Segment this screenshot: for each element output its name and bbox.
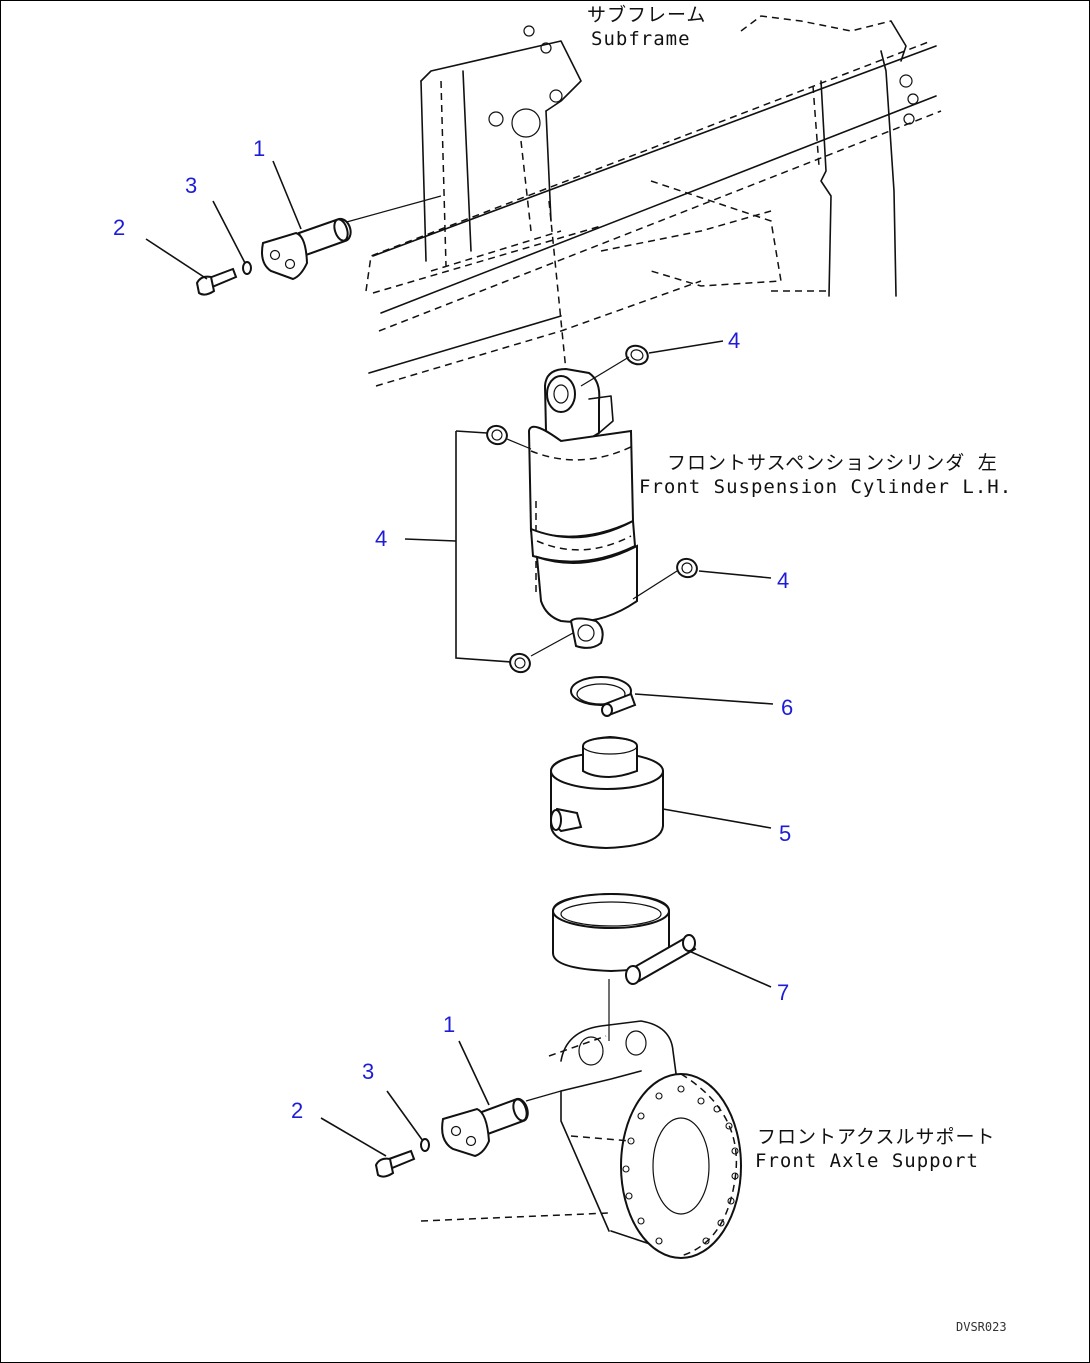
front-suspension-cylinder bbox=[486, 344, 698, 674]
callout-washer-top: 3 bbox=[185, 173, 197, 198]
callout-ring-top-right: 4 bbox=[728, 328, 740, 353]
axle-support-label-en: Front Axle Support bbox=[755, 1150, 979, 1172]
callout-ring-group: 4 bbox=[375, 526, 387, 551]
cylinder-label-en: Front Suspension Cylinder L.H. bbox=[639, 476, 1012, 498]
top-pin-assembly bbox=[195, 217, 352, 296]
callout-pin-bottom: 1 bbox=[443, 1012, 455, 1037]
callout-bolt-bottom: 2 bbox=[291, 1098, 303, 1123]
cylinder-label-jp: フロントサスペンションシリンダ 左 bbox=[667, 452, 998, 474]
callout-washer-bottom: 3 bbox=[362, 1059, 374, 1084]
small-clamp bbox=[570, 676, 637, 717]
callout-boot: 5 bbox=[779, 821, 791, 846]
callout-numbers: 1 3 2 4 4 4 6 5 7 1 3 2 bbox=[113, 136, 793, 1123]
bottom-pin-assembly bbox=[374, 1090, 562, 1178]
callout-pin-top: 1 bbox=[253, 136, 265, 161]
callout-small-clamp: 6 bbox=[781, 695, 793, 720]
subframe-label-jp: サブフレーム bbox=[587, 3, 706, 26]
drawing-code: DVSR023 bbox=[956, 1320, 1007, 1334]
front-axle-support bbox=[420, 1020, 742, 1259]
subframe-label-en: Subframe bbox=[591, 28, 691, 50]
subframe-drawing bbox=[342, 15, 942, 387]
leader-lines bbox=[145, 160, 774, 1157]
callout-bolt-top: 2 bbox=[113, 215, 125, 240]
callout-ring-right: 4 bbox=[777, 568, 789, 593]
callout-large-clamp: 7 bbox=[777, 980, 789, 1005]
component-labels: サブフレーム Subframe フロントサスペンションシリンダ 左 Front … bbox=[587, 3, 1012, 1334]
axle-support-label-jp: フロントアクスルサポート bbox=[757, 1126, 995, 1148]
large-clamp bbox=[552, 892, 697, 1041]
boot-cover bbox=[550, 735, 664, 850]
